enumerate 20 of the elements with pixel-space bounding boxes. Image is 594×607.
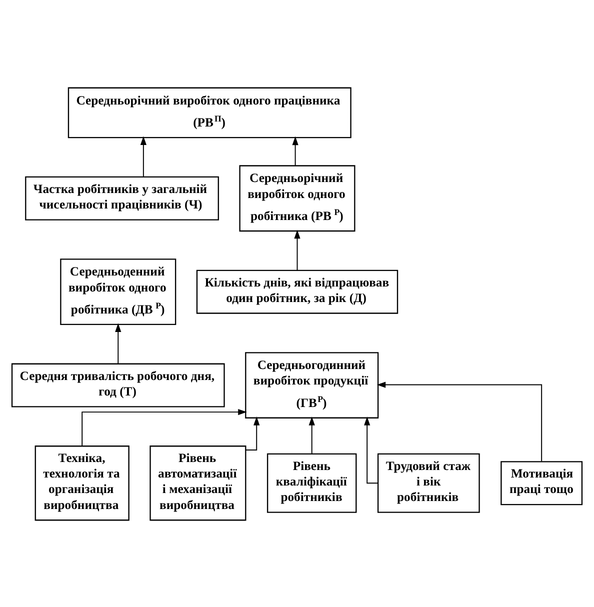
node-box: Рівень кваліфікації робітників [266, 452, 357, 512]
node-box: Середньорічний виробіток одного працівника (РВ$^{П}$) [68, 86, 352, 138]
node-box: Трудовий стаж і вік робітників [377, 452, 480, 512]
node-box: Рівень автоматизації і механізації виробництва [150, 445, 246, 520]
node-box: Середньоденний виробіток одного робітника (ДВ$^{Р}$) [60, 258, 176, 325]
arrow [364, 416, 378, 484]
arrow [292, 136, 298, 166]
node-box: Частка робітників у загальній чисельності працівників (Ч) [25, 176, 219, 220]
node-box: Техніка, технологія та організація виробництва [34, 445, 130, 520]
arrow [376, 381, 542, 462]
node-box: Середня тривалість робочого дня, год (Т) [11, 362, 225, 407]
arrow [140, 136, 147, 177]
node-box: Мотивація праці тощо [500, 460, 583, 505]
node-box: Середньорічний виробіток одного робітника (РВ$^{Р}$) [239, 164, 356, 232]
arrow [82, 408, 247, 446]
node-box: Кількість днів, які відпрацював один робітник, за рік (Д) [196, 269, 398, 314]
arrow [115, 322, 122, 364]
node-box: Середньогодинний виробіток продукції (ГВ$^{Р}$) [245, 352, 379, 418]
arrow [308, 416, 315, 454]
arrow [294, 229, 300, 270]
